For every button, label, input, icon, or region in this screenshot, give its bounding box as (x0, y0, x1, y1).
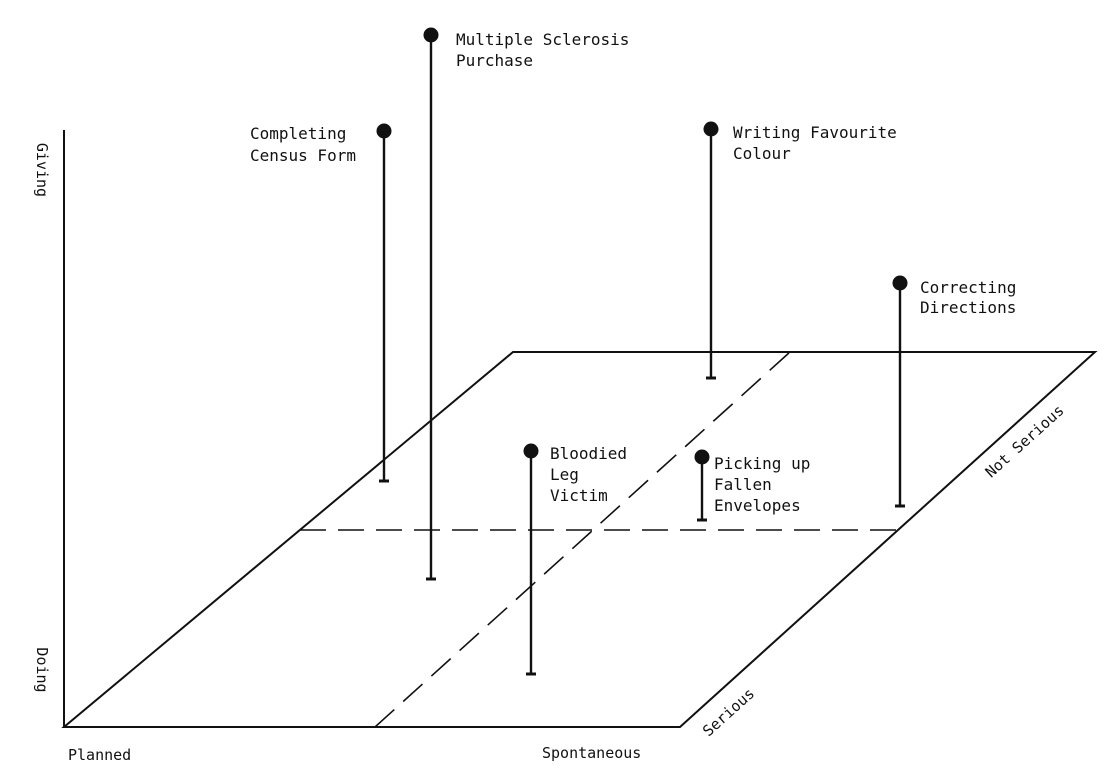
axis-label-serious: Serious (699, 684, 758, 740)
item-label-line: Census Form (250, 146, 356, 165)
item-label-line: Completing (250, 124, 346, 143)
item-marker (694, 449, 710, 465)
item-label-line: Envelopes (714, 496, 801, 515)
axis-label-spontaneous: Spontaneous (542, 744, 641, 762)
item-picking-up-fallen-envelopes: Picking up Fallen Envelopes (694, 449, 810, 522)
item-marker (376, 123, 392, 139)
axis-label-planned: Planned (68, 746, 131, 764)
item-marker (523, 443, 539, 459)
item-marker (892, 275, 908, 291)
item-label-line: Bloodied (550, 444, 627, 463)
item-correcting-directions: Correcting Directions (892, 275, 1016, 508)
item-label-line: Leg (550, 465, 579, 484)
item-label-line: Correcting (920, 278, 1016, 297)
item-label-line: Directions (920, 298, 1016, 317)
item-marker (423, 27, 439, 43)
base-plane (61, 351, 1098, 728)
item-label-line: Victim (550, 486, 608, 505)
item-label-line: Picking up (714, 454, 810, 473)
item-label-line: Fallen (714, 475, 772, 494)
item-marker (703, 121, 719, 137)
item-multiple-sclerosis-purchase: Multiple Sclerosis Purchase (423, 27, 629, 581)
item-bloodied-leg-victim: Bloodied Leg Victim (523, 443, 627, 676)
planned-spontaneous-divider-dashed-line (374, 351, 791, 728)
axis-label-giving: Giving (33, 143, 51, 197)
axis-label-not-serious: Not Serious (982, 401, 1068, 481)
item-writing-favourite-colour: Writing Favourite Colour (703, 121, 897, 380)
axis-label-doing: Doing (33, 647, 51, 692)
item-label-line: Writing Favourite (733, 123, 897, 142)
item-label-line: Colour (733, 144, 791, 163)
item-label-line: Purchase (456, 51, 533, 70)
item-completing-census-form: Completing Census Form (250, 123, 392, 483)
item-label-line: Multiple Sclerosis (456, 30, 629, 49)
